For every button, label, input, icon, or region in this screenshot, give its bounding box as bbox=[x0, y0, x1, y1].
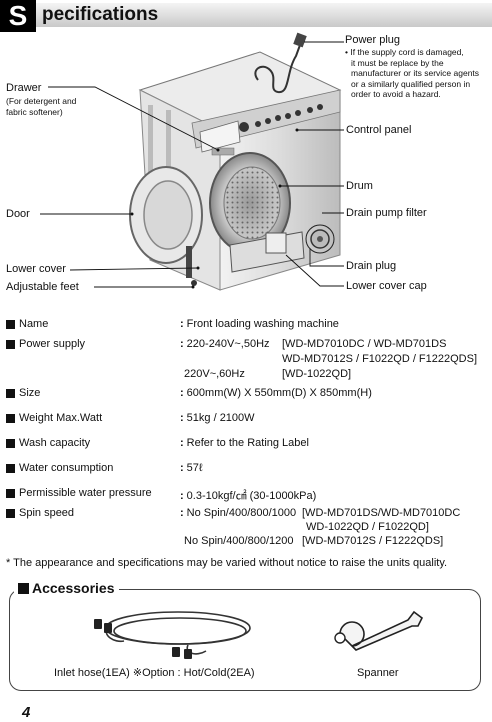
spec-alt-value: No Spin/400/800/1200 bbox=[184, 535, 294, 547]
spec-name: Name bbox=[19, 318, 49, 330]
page-number: 4 bbox=[22, 704, 31, 721]
bullet-square bbox=[6, 320, 15, 329]
control-knobs bbox=[239, 104, 323, 132]
spec-name: Water consumption bbox=[19, 462, 114, 474]
label-drawer: Drawer bbox=[6, 82, 42, 94]
spec-value-text: 57ℓ bbox=[186, 462, 203, 474]
drawer-shape bbox=[199, 120, 241, 153]
spec-value-text: Refer to the Rating Label bbox=[186, 437, 309, 449]
label-drain-plug: Drain plug bbox=[346, 260, 397, 272]
spec-row-spin-speed: Spin speed :No Spin/400/800/1000 [WD-MD7… bbox=[6, 507, 492, 555]
spec-value-text: 0.3-10kgf/㎠ (30-1000kPa) bbox=[186, 490, 317, 502]
bullet-square bbox=[18, 583, 29, 594]
bullet-square bbox=[6, 464, 15, 473]
spec-alt-value: 220V~,60Hz bbox=[184, 368, 245, 380]
spec-models: WD-MD7012S / F1022QD / F1222QDS] bbox=[282, 353, 478, 365]
spec-value-text: 600mm(W) X 550mm(D) X 850mm(H) bbox=[186, 387, 372, 399]
label-lower-cover: Lower cover bbox=[6, 263, 66, 275]
bullet-square bbox=[6, 389, 15, 398]
spec-value-text: 51kg / 2100W bbox=[186, 412, 255, 424]
spec-row-weight: Weight Max.Watt :51kg / 2100W bbox=[6, 412, 492, 428]
spec-row-water-consumption: Water consumption :57ℓ bbox=[6, 462, 492, 478]
lower-cover-shape bbox=[186, 246, 192, 278]
adjustable-foot-shape bbox=[191, 280, 197, 286]
bullet-square bbox=[6, 414, 15, 423]
label-drum: Drum bbox=[346, 180, 373, 192]
accessories-title-text: Accessories bbox=[32, 580, 115, 596]
spec-value: :220-240V~,50Hz bbox=[180, 338, 270, 350]
spec-models: WD-1022QD / F1022QD] bbox=[306, 521, 429, 533]
page-title: pecifications bbox=[42, 4, 159, 25]
spec-name: Power supply bbox=[19, 338, 86, 350]
spec-value: :57ℓ bbox=[180, 462, 203, 474]
spec-models: [WD-MD7012S / F1222QDS] bbox=[302, 535, 444, 547]
spec-value: :Refer to the Rating Label bbox=[180, 437, 309, 449]
power-plug-note: • If the supply cord is damaged, it must… bbox=[345, 47, 479, 100]
power-plug-note-line: order to avoid a hazard. bbox=[351, 89, 441, 99]
spec-row-size: Size :600mm(W) X 550mm(D) X 850mm(H) bbox=[6, 387, 492, 403]
power-plug-note-line: • If the supply cord is damaged, bbox=[345, 47, 464, 57]
spec-value: :600mm(W) X 550mm(D) X 850mm(H) bbox=[180, 387, 372, 399]
spec-value: :0.3-10kgf/㎠ (30-1000kPa) bbox=[180, 490, 317, 502]
header-bar bbox=[36, 3, 492, 27]
spec-models: [WD-MD701DS/WD-MD7010DC bbox=[302, 507, 461, 519]
drawer-sub-line: fabric softener) bbox=[6, 106, 63, 117]
accessories-title: Accessories bbox=[14, 579, 119, 597]
accessories-box bbox=[9, 589, 481, 691]
label-door: Door bbox=[6, 208, 30, 220]
spec-name: Spin speed bbox=[19, 507, 75, 519]
power-cord bbox=[254, 44, 301, 94]
spec-value: :Front loading washing machine bbox=[180, 318, 339, 330]
spec-value: :No Spin/400/800/1000 bbox=[180, 507, 297, 519]
spec-value-text: No Spin/400/800/1000 bbox=[186, 507, 297, 519]
section-header: S pecifications bbox=[0, 0, 492, 32]
spec-row-wash-capacity: Wash capacity :Refer to the Rating Label bbox=[6, 437, 492, 453]
inlet-hose-image bbox=[94, 611, 251, 659]
label-lower-cover-cap: Lower cover cap bbox=[346, 280, 427, 292]
spec-name: Size bbox=[19, 387, 41, 399]
inlet-hose-label: Inlet hose(1EA) ※Option : Hot/Cold(2EA) bbox=[54, 667, 255, 679]
label-power-plug: Power plug bbox=[345, 34, 401, 46]
spec-value-text: Front loading washing machine bbox=[186, 318, 339, 330]
bullet-square bbox=[6, 489, 15, 498]
spec-name: Wash capacity bbox=[19, 437, 91, 449]
washing-machine-diagram bbox=[40, 32, 344, 291]
label-drawer-sub: (For detergent and fabric softener) bbox=[6, 96, 76, 117]
appearance-note: * The appearance and specifications may … bbox=[6, 557, 448, 569]
spec-row-name: Name :Front loading washing machine bbox=[6, 318, 492, 334]
spec-row-power-supply: Power supply :220-240V~,50Hz [WD-MD7010D… bbox=[6, 338, 492, 386]
label-adjustable-feet: Adjustable feet bbox=[6, 281, 79, 293]
label-control-panel: Control panel bbox=[346, 124, 412, 136]
spec-value-text: 220-240V~,50Hz bbox=[186, 338, 270, 350]
power-plug-note-line: manufacturer or its service agents bbox=[351, 68, 480, 78]
label-drain-pump-filter: Drain pump filter bbox=[346, 207, 427, 219]
spanner-label: Spanner bbox=[357, 667, 399, 679]
spanner-image bbox=[334, 610, 424, 651]
bullet-square bbox=[6, 439, 15, 448]
power-plug-note-line: it must be replace by the bbox=[351, 57, 444, 68]
bullet-square bbox=[6, 340, 15, 349]
bullet-square bbox=[6, 509, 15, 518]
header-initial: S bbox=[0, 0, 36, 32]
spec-name: Weight Max.Watt bbox=[19, 412, 103, 424]
spec-row-water-pressure: Permissible water pressure :0.3-10kgf/㎠ … bbox=[6, 487, 492, 503]
spec-name: Permissible water pressure bbox=[19, 487, 152, 499]
spec-models: [WD-1022QD] bbox=[282, 368, 352, 380]
spec-value: :51kg / 2100W bbox=[180, 412, 255, 424]
spec-models: [WD-MD7010DC / WD-MD701DS bbox=[282, 338, 447, 350]
drawer-sub-line: (For detergent and bbox=[6, 96, 77, 106]
power-plug-note-line: or a similarly qualified person in bbox=[351, 78, 471, 89]
